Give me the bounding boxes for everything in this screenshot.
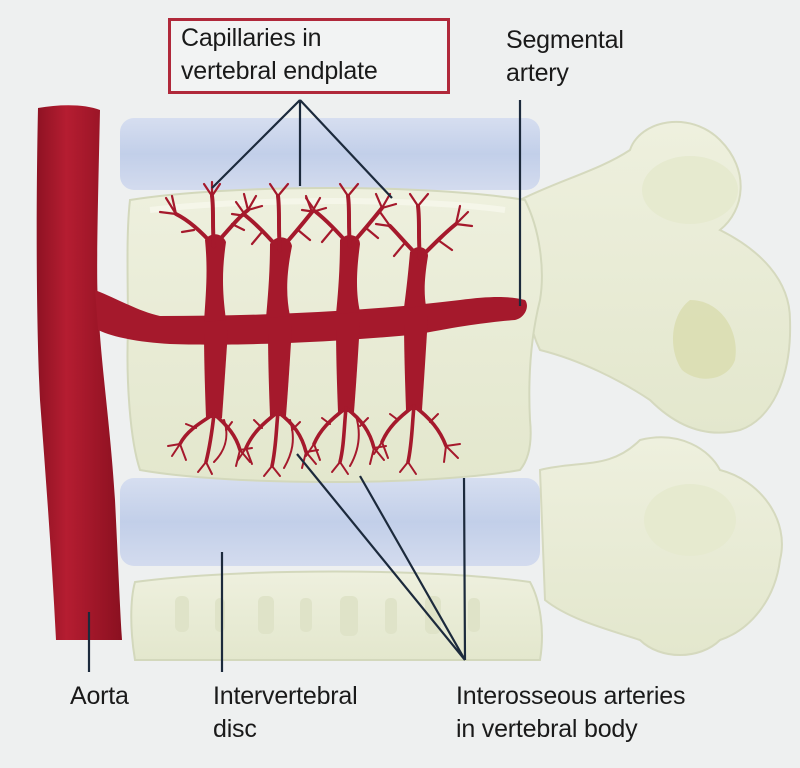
- disc-label-line-1: Intervertebral: [213, 682, 358, 710]
- segmental-label-line-1: Segmental: [506, 26, 624, 54]
- interosseous-trunks: [204, 234, 428, 418]
- intervertebral-disc-label: Intervertebral disc: [213, 680, 358, 746]
- disc-label-line-2: disc: [213, 715, 257, 743]
- segmental-artery-label: Segmental artery: [506, 24, 624, 90]
- capillaries-label-line-2: vertebral endplate: [181, 57, 378, 85]
- interosseous-label-line-2: in vertebral body: [456, 715, 638, 743]
- upper-capillary-branches: [158, 180, 474, 260]
- aorta: [36, 105, 122, 640]
- capillaries-label: Capillaries in vertebral endplate: [181, 22, 378, 88]
- upper-disc: [120, 118, 540, 190]
- posterior-elements-lower: [538, 436, 783, 656]
- lower-disc: [120, 478, 540, 566]
- segmental-label-line-2: artery: [506, 59, 569, 87]
- lower-capillary-branches: [167, 404, 461, 477]
- interosseous-leader-lines: [296, 453, 467, 661]
- interosseous-label-line-1: Interosseous arteries: [456, 682, 686, 710]
- capillaries-leader-lines: [211, 99, 393, 199]
- lower-body-texture: [175, 596, 480, 636]
- capillaries-label-box: [168, 18, 450, 94]
- aorta-label: Aorta: [70, 680, 129, 713]
- interosseous-arteries-label: Interosseous arteries in vertebral body: [456, 680, 685, 746]
- capillaries-label-line-1: Capillaries in: [181, 24, 322, 52]
- lower-vertebral-body: [130, 570, 543, 661]
- aorta-label-line-1: Aorta: [70, 682, 129, 710]
- leader-lines: [87, 99, 522, 672]
